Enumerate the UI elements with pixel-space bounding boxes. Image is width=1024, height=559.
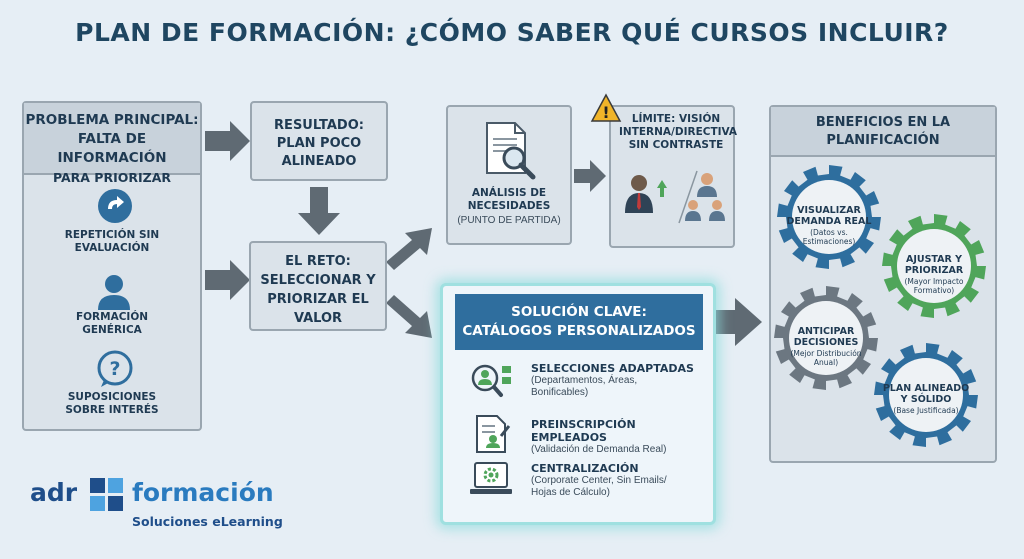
logo-brand-formacion: formación — [132, 478, 274, 507]
gear-anticipate-text-0: ANTICIPAR — [798, 326, 855, 337]
challenge-box: EL RETO: SELECCIONAR Y PRIORIZAR EL VALO… — [249, 241, 387, 331]
analysis-sub: (PUNTO DE PARTIDA) — [457, 215, 561, 226]
logo-squares-icon — [90, 478, 123, 511]
solution-item-centralization-title: CENTRALIZACIÓN — [531, 462, 639, 475]
problem-item-repeat: REPETICIÓN SIN EVALUACIÓN — [24, 229, 200, 255]
laptop-gear-icon — [469, 460, 513, 505]
limit-l1: LÍMITE: VISIÓN — [631, 113, 721, 125]
solution-item-preregistration-title: PREINSCRIPCIÓN EMPLEADOS — [531, 418, 636, 444]
form-user-icon — [475, 414, 511, 459]
gear-anticipate-text-2: (Mejor Distribución — [790, 349, 861, 358]
svg-text:?: ? — [109, 358, 120, 380]
solution-box: SOLUCIÓN CLAVE: CATÁLOGOS PERSONALIZADOS… — [440, 283, 716, 525]
limit-l3: SIN CONTRASTE — [628, 139, 724, 151]
problem-item-assumptions: SUPOSICIONES SOBRE INTERÉS — [24, 391, 200, 417]
solution-item-selections-desc1: (Departamentos, Áreas, — [531, 375, 638, 386]
solution-item-selections-title: SELECCIONES ADAPTADAS — [531, 362, 694, 375]
challenge-l1: EL RETO: — [285, 254, 351, 269]
gear-adjust-face — [897, 229, 971, 303]
logo-brand-adr: adr — [30, 478, 78, 507]
gear-plan-text-1: Y SÓLIDO — [900, 393, 952, 405]
document-magnifier-icon — [483, 121, 539, 186]
solution-item-centralization: CENTRALIZACIÓN (Corporate Center, Sin Em… — [531, 462, 711, 499]
solution-item-selections-desc2: Bonificables) — [531, 387, 589, 398]
result-box: RESULTADO: PLAN POCO ALINEADO — [250, 101, 388, 181]
gear-visualize-face — [792, 180, 866, 254]
problem-item-generic-l1: FORMACIÓN — [75, 311, 149, 323]
solution-heading-1: SOLUCIÓN CLAVE: — [511, 304, 647, 320]
solution-heading-2: CATÁLOGOS PERSONALIZADOS — [462, 323, 696, 339]
arrow-analysis-limit — [574, 160, 606, 192]
gear-plan-face — [889, 358, 963, 432]
gear-adjust-text-1: PRIORIZAR — [905, 265, 964, 276]
logo-tagline: Soluciones eLearning — [132, 514, 283, 529]
brand-logo: adr formación Soluciones eLearning — [30, 478, 290, 538]
gear-anticipate-text-1: DECISIONES — [794, 337, 859, 348]
arrow-problem-challenge — [205, 260, 250, 300]
gear-visualize-text-1: DEMANDA REAL — [787, 216, 872, 227]
solution-item-preregistration: PREINSCRIPCIÓN EMPLEADOS (Validación de … — [531, 418, 711, 456]
analysis-label: ANÁLISIS DE NECESIDADES — [448, 187, 570, 213]
problem-item-generic-l2: GENÉRICA — [82, 324, 142, 336]
gear-plan-text-2: (Base Justificada) — [893, 406, 958, 415]
analysis-l2: NECESIDADES — [467, 200, 551, 212]
solution-item-centralization-desc2: Hojas de Cálculo) — [531, 487, 610, 498]
problem-box: PROBLEMA PRINCIPAL: FALTA DE INFORMACIÓN… — [22, 101, 202, 431]
page-title: PLAN DE FORMACIÓN: ¿CÓMO SABER QUÉ CURSO… — [75, 18, 949, 47]
result-l2: PLAN POCO — [276, 136, 362, 151]
person-icon — [94, 273, 134, 311]
challenge-l4: VALOR — [293, 311, 343, 326]
arrow-challenge-analysis — [386, 228, 432, 270]
solution-item-centralization-desc1: (Corporate Center, Sin Emails/ — [531, 475, 667, 486]
hierarchy-people-icon — [617, 163, 731, 248]
problem-heading-1: PROBLEMA PRINCIPAL: — [25, 112, 199, 128]
gear-visualize-text-2: (Datos vs. — [810, 228, 848, 237]
limit-box: LÍMITE: VISIÓN INTERNA/DIRECTIVA SIN CON… — [609, 105, 738, 248]
svg-text:!: ! — [602, 103, 609, 122]
problem-item-repeat-l1: REPETICIÓN SIN — [64, 229, 160, 241]
gear-plan-text-0: PLAN ALINEADO — [883, 383, 969, 394]
gear-visualize-text-3: Estimaciones) — [803, 237, 856, 246]
people-search-icon — [469, 362, 513, 405]
arrow-problem-result — [205, 121, 250, 161]
arrow-result-challenge — [298, 187, 340, 235]
gear-visualize-text-0: VISUALIZAR — [797, 205, 861, 216]
benefits-heading-1: BENEFICIOS EN LA — [815, 115, 951, 130]
problem-item-repeat-l2: EVALUACIÓN — [74, 242, 150, 254]
analysis-l1: ANÁLISIS DE — [471, 187, 547, 199]
question-bubble-icon: ? — [96, 350, 134, 388]
gear-adjust-text-2: (Mayor Impacto — [904, 277, 963, 286]
problem-item-generic: FORMACIÓN GENÉRICA — [24, 311, 200, 337]
problem-heading-2: FALTA DE INFORMACIÓN — [57, 131, 167, 166]
challenge-l3: PRIORIZAR EL — [267, 292, 369, 307]
limit-label: LÍMITE: VISIÓN INTERNA/DIRECTIVA SIN CON… — [619, 113, 738, 152]
arrow-challenge-solution — [386, 295, 432, 338]
benefits-heading-2: PLANIFICACIÓN — [826, 133, 940, 148]
result-l3: ALINEADO — [281, 154, 357, 169]
problem-item-assumptions-l1: SUPOSICIONES — [67, 391, 157, 403]
solution-heading: SOLUCIÓN CLAVE: CATÁLOGOS PERSONALIZADOS — [455, 294, 703, 350]
solution-item-preregistration-desc1: (Validación de Demanda Real) — [531, 444, 667, 455]
gear-adjust-text-0: AJUSTAR Y — [906, 254, 962, 265]
repeat-arrow-icon — [96, 187, 134, 225]
gear-adjust-text-3: Formativo) — [914, 286, 955, 295]
result-l1: RESULTADO: — [274, 118, 364, 133]
limit-l2: INTERNA/DIRECTIVA — [619, 126, 738, 138]
problem-heading-3: PARA PRIORIZAR — [52, 170, 172, 185]
problem-item-assumptions-l2: SOBRE INTERÉS — [65, 404, 159, 416]
gear-anticipate-text-3: Anual) — [814, 358, 838, 367]
warning-icon: ! — [590, 93, 622, 128]
arrow-solution-benefits — [705, 298, 762, 346]
challenge-l2: SELECCIONAR Y — [260, 273, 376, 288]
analysis-box: ANÁLISIS DE NECESIDADES (PUNTO DE PARTID… — [446, 105, 572, 245]
solution-item-selections: SELECCIONES ADAPTADAS (Departamentos, Ár… — [531, 362, 711, 399]
gear-anticipate-face — [789, 301, 863, 375]
